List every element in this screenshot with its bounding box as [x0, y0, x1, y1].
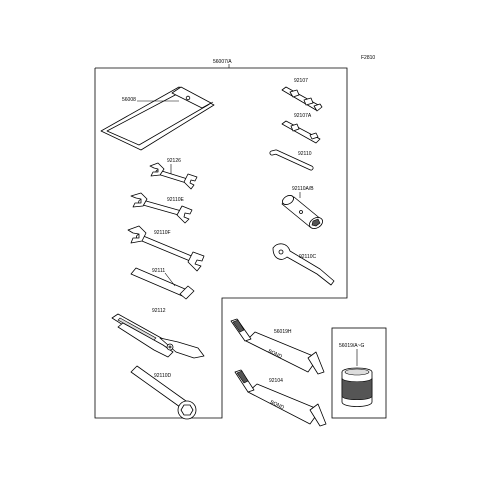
open-end-wrench-small — [149, 162, 198, 190]
box-end-wrench — [130, 365, 197, 420]
callout-56019h: 56019H — [274, 329, 292, 335]
callout-92107a: 92107A — [294, 113, 312, 119]
pliers — [111, 313, 205, 359]
grease-can — [341, 367, 373, 407]
open-end-wrench-e — [130, 192, 193, 224]
callout-92110c: 92110C — [299, 254, 317, 260]
open-end-wrench-f — [127, 225, 205, 272]
callout-92110ab: 92110A/B — [292, 186, 314, 192]
hex-key — [269, 149, 314, 171]
kit-frame — [94, 67, 348, 419]
callout-92110f: 92110F — [154, 230, 171, 236]
hook-spanner — [272, 243, 335, 286]
callout-92110d: 92110D — [154, 373, 172, 379]
callout-92110: 92110 — [298, 151, 312, 157]
sealant-tube — [230, 318, 325, 375]
callout-92104: 92104 — [269, 378, 283, 384]
callout-92110e: 92110E — [167, 197, 185, 203]
screwdriver-handle — [281, 120, 321, 144]
callout-bag: 56008 — [122, 97, 136, 103]
socket-wrench — [281, 195, 323, 229]
screwdriver — [281, 86, 323, 112]
figure-code: F2810 — [361, 55, 375, 61]
tube-label-2: BOND — [269, 399, 285, 411]
callout-92107: 92107 — [294, 78, 308, 84]
tool-bag — [100, 86, 215, 151]
callout-92112: 92112 — [152, 308, 166, 314]
bond-tube — [234, 369, 327, 427]
callout-kit: 56007/A — [213, 59, 232, 65]
grease-frame — [331, 327, 387, 419]
tube-label-1: BOND — [267, 348, 283, 360]
callout-92111: 92111 — [152, 268, 165, 274]
extension-bar — [130, 267, 195, 300]
callout-56019ag: 56019/A~G — [339, 343, 365, 349]
callout-92126: 92126 — [167, 158, 181, 164]
